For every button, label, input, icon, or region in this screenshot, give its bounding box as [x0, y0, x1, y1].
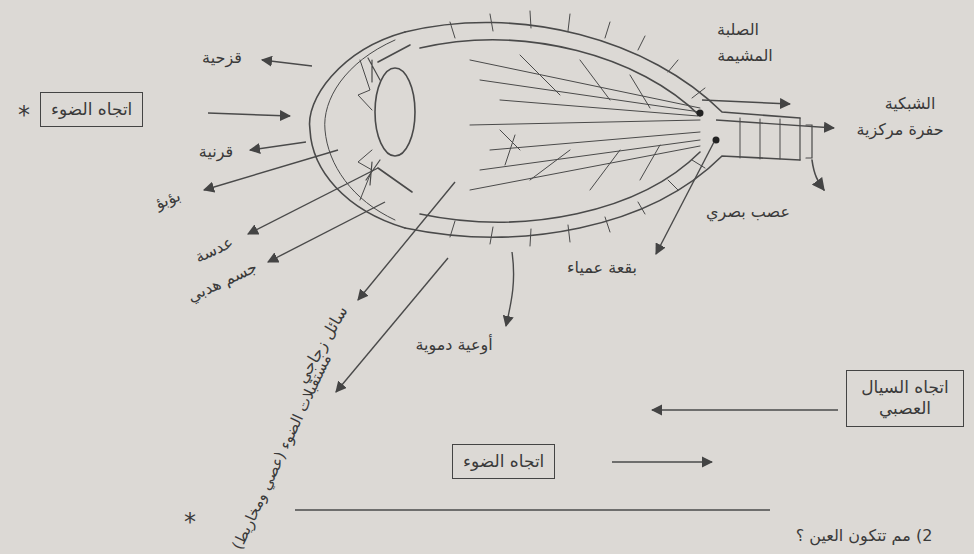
part-label: جسم هدبي	[184, 258, 260, 307]
asterisk-mark: *	[184, 508, 196, 537]
box-text: اتجاه الضوء	[51, 99, 132, 120]
part-label: قرنية	[199, 142, 233, 161]
part-label: الصلبة	[717, 20, 759, 39]
part-label: المشيمة	[717, 46, 773, 65]
asterisk-mark: *	[18, 101, 30, 130]
part-label: الشبكية	[885, 94, 936, 113]
light-direction-box: اتجاه الضوء	[40, 92, 143, 127]
box-text: اتجاه الضوء	[463, 451, 544, 472]
question-note: 2) مم تتكون العين ؟	[796, 526, 933, 545]
part-label: بؤبؤ	[153, 186, 184, 213]
impulse-direction-box: اتجاه السيال العصبي	[846, 370, 964, 427]
part-label: بقعة عمياء	[567, 258, 637, 277]
part-label: قزحية	[202, 48, 242, 67]
part-label: عدسة	[192, 233, 236, 267]
part-label: مستقبلات الضوء (عصي ومخاريط)	[229, 352, 335, 553]
box-text: اتجاه السيال العصبي	[857, 377, 953, 420]
part-label: عصب بصري	[706, 202, 790, 221]
part-label: حفرة مركزية	[856, 120, 943, 139]
part-label: أوعية دموية	[415, 335, 492, 354]
light-direction-box: اتجاه الضوء	[452, 444, 555, 479]
